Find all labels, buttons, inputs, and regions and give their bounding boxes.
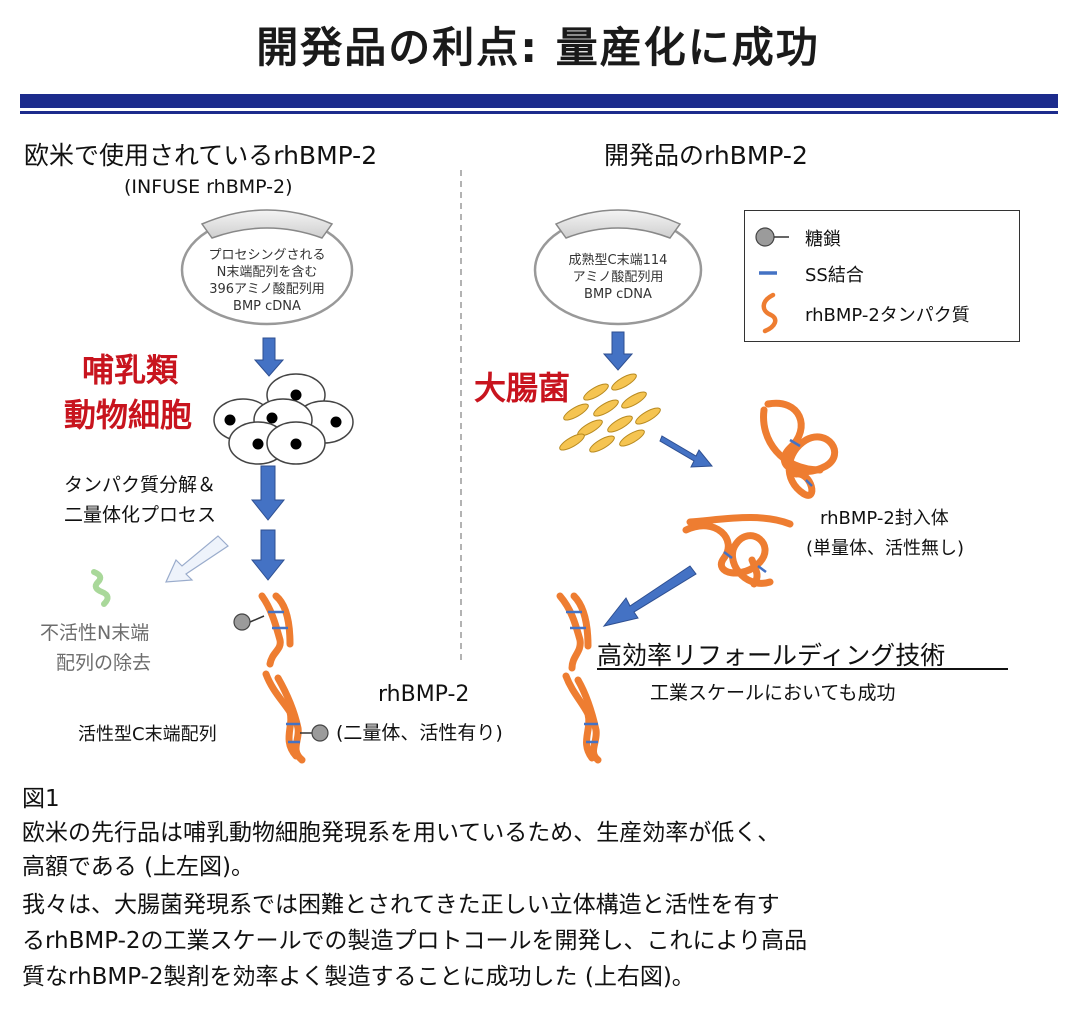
glycan-icon — [755, 227, 789, 247]
left-plasmid-line-2: N末端配列を含む — [216, 265, 318, 280]
left-plasmid-line-4: BMP cDNA — [233, 299, 301, 314]
caption-line-3: 我々は、大腸菌発現系では困難とされてきた正しい立体構造と活性を有す — [22, 892, 780, 918]
left-product-ss-bond-icon — [268, 610, 300, 744]
inclusion-line-2: (単量体、活性無し) — [806, 538, 965, 559]
product-line-1: rhBMP-2 — [378, 682, 470, 707]
left-product-dimer-icon — [258, 592, 306, 764]
right-plasmid-line-2: アミノ酸配列用 — [572, 270, 664, 285]
mammalian-cells-icon — [213, 373, 354, 465]
diagonal-arrow-icon-2 — [602, 565, 697, 627]
inclusion-ss-bond-icon-1 — [789, 438, 813, 487]
left-plasmid-icon — [180, 209, 354, 326]
legend: 糖鎖 SS結合 rhBMP-2タンパク質 — [744, 210, 1020, 342]
right-host: 大腸菌 — [474, 369, 571, 407]
page-title: 開発品の利点: 量産化に成功 — [256, 23, 820, 72]
cell-nuclei-icon — [224, 389, 342, 450]
right-heading: 開発品のrhBMP-2 — [604, 141, 808, 170]
ecoli-bacteria-icon — [559, 373, 661, 453]
right-plasmid-icon — [533, 209, 703, 326]
legend-ss-bond-label: SS結合 — [805, 265, 864, 286]
down-arrow-icon-1 — [253, 337, 285, 377]
title-divider-thin — [20, 111, 1058, 114]
left-plasmid-line-1: プロセシングされる — [208, 248, 326, 263]
caption-line-2: 高額である (上左図)。 — [22, 854, 255, 880]
process-line-1: タンパク質分解＆ — [64, 474, 217, 496]
legend-protein-label: rhBMP-2タンパク質 — [805, 305, 970, 326]
left-host-line-2: 動物細胞 — [64, 396, 193, 434]
left-host-line-1: 哺乳類 — [82, 351, 179, 389]
left-product-glycan-icon — [233, 613, 329, 742]
caption-line-1: 欧米の先行品は哺乳動物細胞発現系を用いているため、生産効率が低く、 — [22, 820, 781, 846]
refolding-label: 高効率リフォールディング技術 — [597, 641, 946, 670]
down-arrow-icon-2 — [250, 465, 286, 521]
right-plasmid-line-3: BMP cDNA — [584, 287, 652, 302]
figure-label: 図1 — [22, 786, 60, 812]
diagonal-arrow-icon-1 — [659, 435, 714, 468]
caption-line-5: 質なrhBMP-2製剤を効率よく製造することに成功した (上右図)。 — [22, 964, 695, 990]
inclusion-ss-bond-icon-2 — [723, 551, 767, 573]
removed-fragment-icon — [91, 569, 111, 607]
right-product-ss-bond-icon — [566, 610, 598, 744]
left-plasmid-line-3: 396アミノ酸配列用 — [209, 282, 325, 297]
product-line-2: (二量体、活性有り) — [336, 722, 503, 744]
removed-line-1: 不活性N末端 — [40, 622, 150, 644]
left-plasmid-text: プロセシングされる N末端配列を含む 396アミノ酸配列用 BMP cDNA — [187, 247, 347, 315]
title-divider-thick — [20, 94, 1058, 108]
removed-line-2: 配列の除去 — [56, 652, 152, 674]
left-heading: 欧米で使用されているrhBMP-2 — [24, 141, 378, 170]
active-c-terminal-label: 活性型C末端配列 — [78, 724, 217, 745]
protein-icon — [761, 292, 778, 334]
right-product-dimer-icon — [556, 592, 602, 764]
right-plasmid-text: 成熟型C末端114 アミノ酸配列用 BMP cDNA — [540, 252, 696, 303]
inclusion-body-icon-1 — [760, 399, 839, 499]
caption-line-4: るrhBMP-2の工業スケールでの製造プロトコールを開発し、これにより高品 — [22, 928, 808, 954]
legend-glycan-label: 糖鎖 — [805, 229, 841, 250]
right-plasmid-line-1: 成熟型C末端114 — [568, 253, 668, 268]
removal-arrow-icon — [165, 535, 229, 583]
inclusion-body-icon-2 — [682, 514, 794, 588]
process-line-2: 二量体化プロセス — [64, 504, 217, 526]
left-subheading: (INFUSE rhBMP-2) — [124, 176, 293, 198]
down-arrow-icon-3 — [250, 529, 286, 581]
industrial-label: 工業スケールにおいても成功 — [650, 682, 896, 704]
down-arrow-icon-4 — [602, 331, 634, 371]
inclusion-line-1: rhBMP-2封入体 — [820, 508, 949, 529]
